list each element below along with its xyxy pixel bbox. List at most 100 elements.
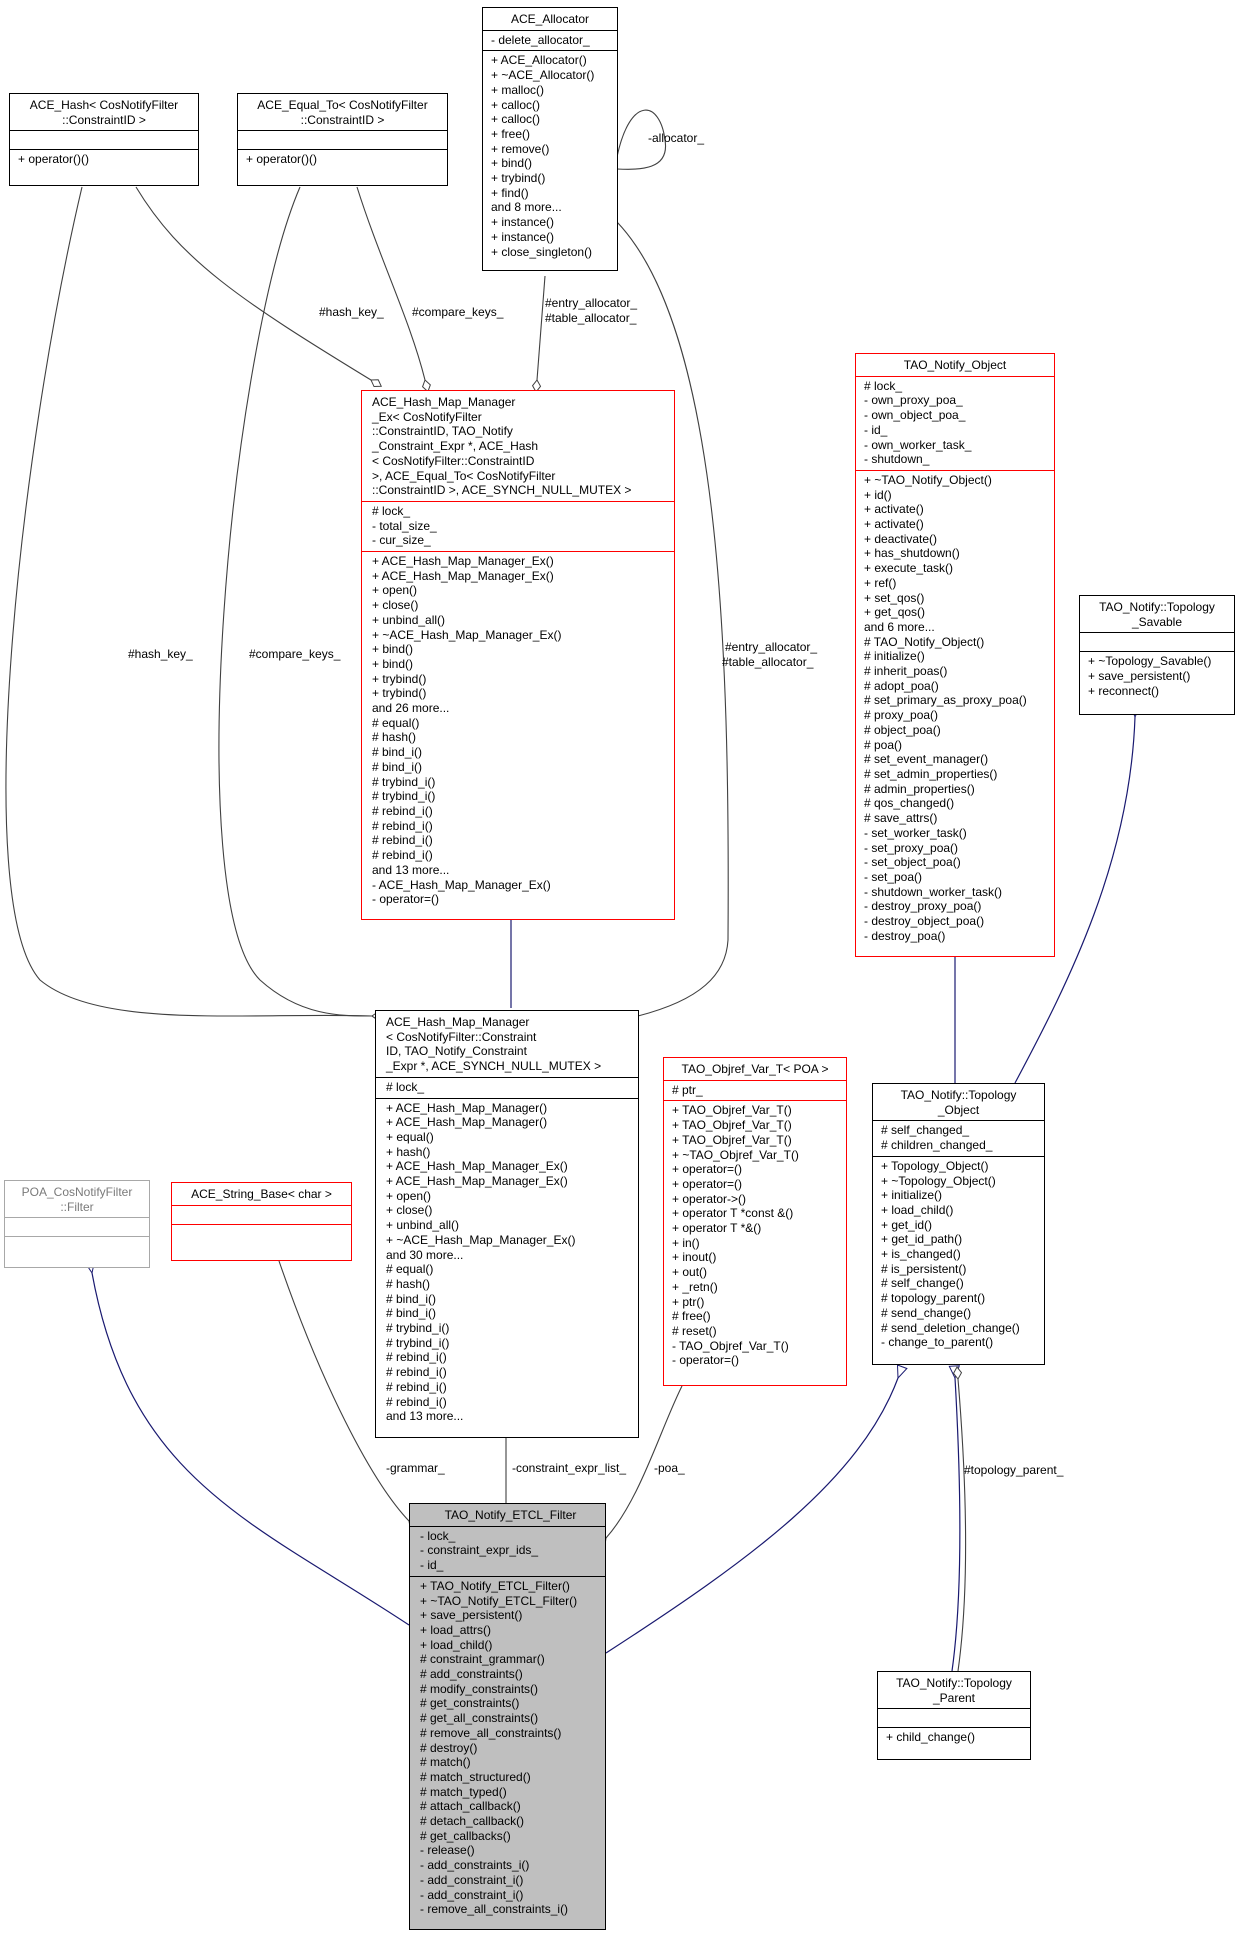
operation: + open() bbox=[386, 1188, 432, 1203]
class-name-line: TAO_Objref_Var_T< POA > bbox=[681, 1062, 829, 1076]
operation: + bind() bbox=[491, 156, 533, 171]
class-title: TAO_Notify::Topology_Parent bbox=[878, 1672, 1030, 1708]
class-topology-parent[interactable]: TAO_Notify::Topology_Parent+ child_chang… bbox=[877, 1671, 1031, 1760]
operation: # match_structured() bbox=[420, 1769, 531, 1784]
operation: + hash() bbox=[386, 1144, 431, 1159]
class-poa-cosnotifyfilter-filter[interactable]: POA_CosNotifyFilter::Filter bbox=[4, 1180, 150, 1268]
operation: + operator T *const &() bbox=[672, 1206, 794, 1221]
class-name-line: _Expr *, ACE_SYNCH_NULL_MUTEX > bbox=[386, 1059, 602, 1074]
class-topology-savable[interactable]: TAO_Notify::Topology_Savable+ ~Topology_… bbox=[1079, 595, 1235, 715]
member-edge-hash-to-mapex bbox=[135, 186, 383, 388]
operation: + in() bbox=[672, 1235, 700, 1250]
operation: # rebind_i() bbox=[386, 1379, 447, 1394]
operation: + open() bbox=[372, 583, 418, 598]
class-title: TAO_Notify_ETCL_Filter bbox=[410, 1504, 605, 1526]
operation: # match_typed() bbox=[420, 1784, 507, 1799]
operation: # constraint_grammar() bbox=[420, 1652, 545, 1667]
class-name-line: TAO_Notify::Topology bbox=[896, 1676, 1012, 1690]
operation: and 6 more... bbox=[864, 619, 935, 634]
operation: + activate() bbox=[864, 517, 924, 532]
class-ace-string-base[interactable]: ACE_String_Base< char > bbox=[171, 1182, 352, 1261]
operation: + TAO_Objref_Var_T() bbox=[672, 1132, 792, 1147]
class-operations bbox=[172, 1223, 351, 1243]
class-attributes bbox=[10, 130, 198, 149]
member-edge-stringbase-to-etcl bbox=[278, 1260, 418, 1531]
operation: + ACE_Hash_Map_Manager_Ex() bbox=[386, 1159, 568, 1174]
class-topology-object[interactable]: TAO_Notify::Topology_Object# self_change… bbox=[872, 1083, 1045, 1365]
operation: - add_constraints_i() bbox=[420, 1858, 530, 1873]
operation: + has_shutdown() bbox=[864, 546, 960, 561]
edge-label: #hash_key_ bbox=[128, 647, 193, 661]
member-edge-equal-to-map bbox=[218, 186, 385, 1021]
operation: # match() bbox=[420, 1755, 471, 1770]
operation: # bind_i() bbox=[372, 759, 423, 774]
class-ace-hash-map-manager-ex[interactable]: ACE_Hash_Map_Manager_Ex< CosNotifyFilter… bbox=[361, 390, 675, 920]
class-ace-equal-to[interactable]: ACE_Equal_To< CosNotifyFilter::Constrain… bbox=[237, 93, 448, 186]
class-ace-hash-map-manager[interactable]: ACE_Hash_Map_Manager< CosNotifyFilter::C… bbox=[375, 1010, 639, 1438]
operation: + operator->() bbox=[672, 1191, 747, 1206]
class-operations: + ACE_Hash_Map_Manager()+ ACE_Hash_Map_M… bbox=[376, 1097, 638, 1427]
operation: # admin_properties() bbox=[864, 781, 975, 796]
operation: # object_poa() bbox=[864, 722, 941, 737]
class-ace-allocator[interactable]: ACE_Allocator- delete_allocator_+ ACE_Al… bbox=[482, 7, 618, 271]
operation: + unbind_all() bbox=[372, 612, 446, 627]
operation: - set_object_poa() bbox=[864, 855, 961, 870]
operation: # trybind_i() bbox=[372, 774, 436, 789]
class-name-line: ACE_Equal_To< CosNotifyFilter bbox=[257, 98, 428, 112]
operation: + operator T *&() bbox=[672, 1221, 762, 1236]
operation: # proxy_poa() bbox=[864, 708, 939, 723]
class-attributes: # self_changed_# children_changed_ bbox=[873, 1120, 1044, 1155]
operation: and 13 more... bbox=[372, 862, 450, 877]
class-attributes bbox=[878, 1708, 1030, 1727]
operation: # reset() bbox=[672, 1323, 717, 1338]
inherit-edge-topologyobject-savable bbox=[1014, 717, 1135, 1084]
operation: + get_qos() bbox=[864, 605, 926, 620]
operation: # qos_changed() bbox=[864, 796, 955, 811]
member-edge-allocator-to-map bbox=[616, 221, 729, 1022]
class-attributes: # lock_- own_proxy_poa_- own_object_poa_… bbox=[856, 375, 1054, 470]
operation: + close() bbox=[386, 1203, 433, 1218]
edge-label: -grammar_ bbox=[386, 1461, 445, 1475]
operation: + ptr() bbox=[672, 1294, 705, 1309]
operation: # add_constraints() bbox=[420, 1667, 523, 1682]
operation: - set_proxy_poa() bbox=[864, 840, 959, 855]
operation: + activate() bbox=[864, 502, 924, 517]
operation: + ACE_Hash_Map_Manager_Ex() bbox=[372, 554, 554, 569]
class-name-line: ACE_Allocator bbox=[510, 12, 590, 26]
class-title: POA_CosNotifyFilter::Filter bbox=[5, 1181, 149, 1217]
operation: # save_attrs() bbox=[864, 811, 938, 826]
operation: # set_primary_as_proxy_poa() bbox=[864, 693, 1027, 708]
class-title: TAO_Objref_Var_T< POA > bbox=[664, 1058, 846, 1080]
operation: # bind_i() bbox=[372, 745, 423, 760]
operation: + set_qos() bbox=[864, 590, 925, 605]
class-title: TAO_Notify_Object bbox=[856, 354, 1054, 376]
class-name-line: ACE_String_Base< char > bbox=[191, 1187, 332, 1201]
operation: # trybind_i() bbox=[372, 789, 436, 804]
class-ace-hash[interactable]: ACE_Hash< CosNotifyFilter::ConstraintID … bbox=[9, 93, 199, 186]
class-tao-notify-object[interactable]: TAO_Notify_Object# lock_- own_proxy_poa_… bbox=[855, 353, 1055, 957]
class-tao-notify-etcl-filter[interactable]: TAO_Notify_ETCL_Filter- lock_- constrain… bbox=[409, 1503, 606, 1930]
class-name-line: _Savable bbox=[1131, 614, 1183, 629]
edge-label: #entry_allocator_ bbox=[545, 296, 637, 310]
class-name-line: _Object bbox=[937, 1102, 980, 1117]
operation: # trybind_i() bbox=[386, 1335, 450, 1350]
class-name-line: TAO_Notify::Topology bbox=[1099, 600, 1215, 614]
operation: # modify_constraints() bbox=[420, 1681, 539, 1696]
attribute: - id_ bbox=[864, 422, 888, 437]
operation: + ACE_Allocator() bbox=[491, 53, 587, 68]
class-name-line: ::Filter bbox=[60, 1199, 94, 1214]
attribute: # lock_ bbox=[864, 378, 903, 393]
class-title: ACE_Equal_To< CosNotifyFilter::Constrain… bbox=[238, 94, 447, 130]
class-operations bbox=[5, 1236, 149, 1255]
class-title: ACE_Hash_Map_Manager< CosNotifyFilter::C… bbox=[376, 1011, 638, 1077]
operation: - remove_all_constraints_i() bbox=[420, 1902, 569, 1917]
class-tao-objref-var[interactable]: TAO_Objref_Var_T< POA ># ptr_+ TAO_Objre… bbox=[663, 1057, 847, 1386]
operation: + bind() bbox=[372, 656, 414, 671]
operation: + save_persistent() bbox=[1088, 669, 1191, 684]
operation: # inherit_poas() bbox=[864, 664, 948, 679]
operation: + id() bbox=[864, 487, 892, 502]
attribute: # lock_ bbox=[372, 503, 411, 518]
class-title: TAO_Notify::Topology_Object bbox=[873, 1084, 1044, 1120]
class-name-line: _Ex< CosNotifyFilter bbox=[372, 409, 482, 424]
